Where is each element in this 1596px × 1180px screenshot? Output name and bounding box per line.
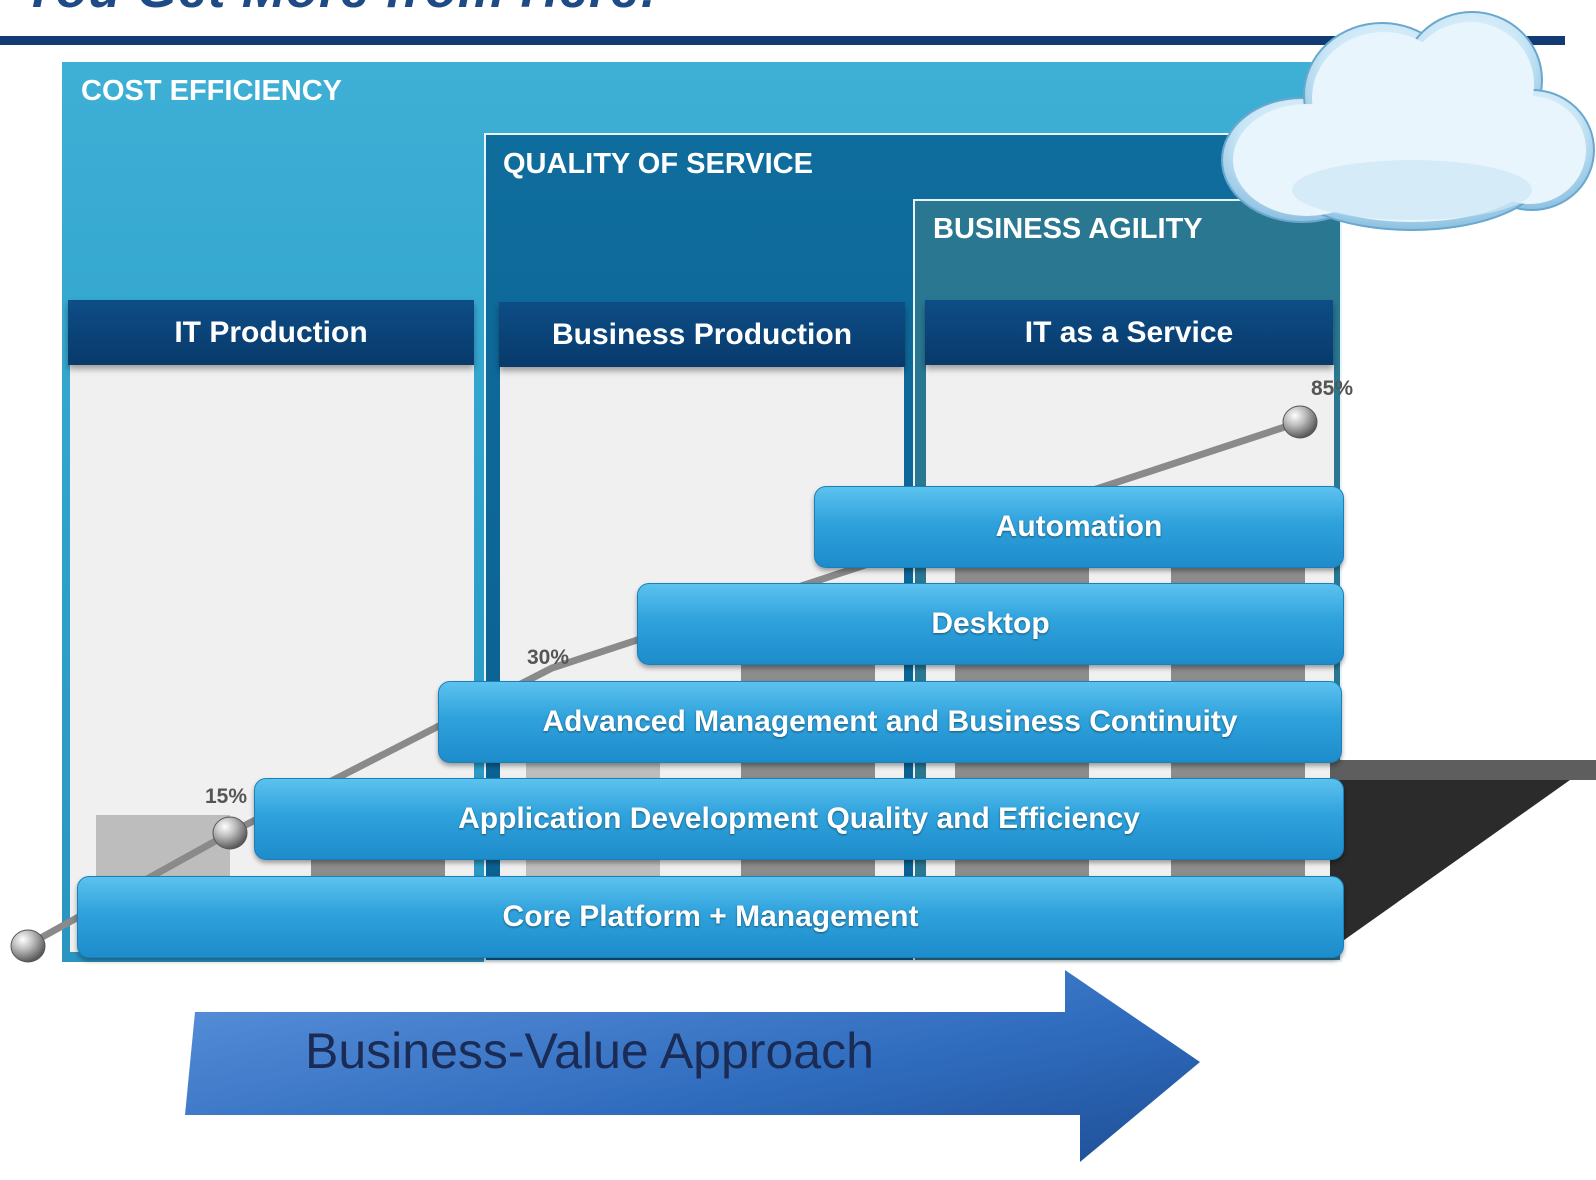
column-header-business-production: Business Production <box>499 302 905 367</box>
milestone-start-sphere-icon <box>10 929 46 963</box>
bar-application-development: Application Development Quality and Effi… <box>254 778 1344 860</box>
stage-label-quality-of-service: QUALITY OF SERVICE <box>503 148 813 180</box>
bar-advanced-management: Advanced Management and Business Continu… <box>438 681 1342 763</box>
business-value-arrow <box>185 970 1200 1162</box>
stage-label-cost-efficiency: COST EFFICIENCY <box>81 75 343 107</box>
platform-shape <box>1330 760 1596 950</box>
arrow-label: Business-Value Approach <box>305 1023 874 1079</box>
milestone-15-sphere-icon <box>212 816 248 850</box>
milestone-label-15: 15% <box>205 785 248 808</box>
column-header-it-production: IT Production <box>68 300 474 365</box>
column-header-it-as-a-service: IT as a Service <box>925 300 1333 365</box>
stage-label-business-agility: BUSINESS AGILITY <box>933 213 1203 245</box>
title-divider <box>0 36 1565 45</box>
slide-title: You Get More from Here! <box>22 0 659 20</box>
milestone-label-30: 30% <box>527 646 570 669</box>
milestone-label-85: 85% <box>1311 377 1354 400</box>
milestone-85-sphere-icon <box>1282 405 1318 439</box>
bar-desktop: Desktop <box>637 583 1344 665</box>
cloud-icon <box>1221 11 1595 231</box>
bar-core-platform: Core Platform + Management <box>77 876 1344 958</box>
bar-automation: Automation <box>814 486 1344 568</box>
